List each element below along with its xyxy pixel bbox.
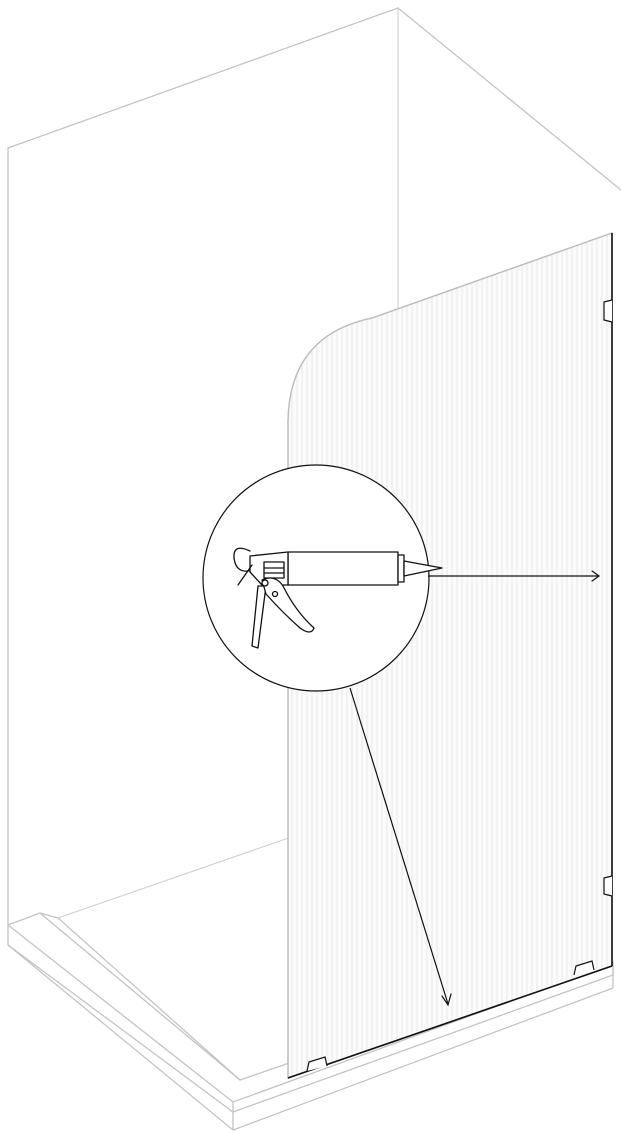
left-wall-outline — [7, 7, 621, 925]
floor-clamp-right — [573, 960, 595, 976]
glass-outline — [287, 232, 613, 1078]
caulking-gun-icon — [233, 547, 443, 649]
gun-tube-cap — [397, 554, 405, 583]
detail-callout — [202, 464, 601, 1007]
glass-clamps — [306, 299, 613, 1072]
glass-flutes — [291, 233, 608, 1078]
wall-clamp-top — [603, 299, 613, 323]
tray-front-top-edge — [7, 924, 234, 1103]
gun-tube — [287, 551, 399, 586]
tray-top-surface — [7, 912, 614, 1113]
gun-hook — [233, 547, 254, 572]
tray-inner-rim — [39, 912, 241, 1081]
arrowhead-side — [591, 570, 601, 582]
wall-clamp-bottom — [603, 875, 613, 897]
glass-bottom-edge — [287, 965, 613, 1079]
gun-rod — [237, 564, 253, 586]
gun-nozzle — [403, 560, 443, 577]
fluted-glass-panel — [287, 232, 613, 1079]
gun-pivot — [261, 579, 269, 587]
arrowhead-bottom — [441, 993, 452, 1007]
shower-tray — [7, 912, 614, 1131]
floor-clamp-left — [306, 1056, 328, 1072]
arrow-to-bottom-edge — [349, 687, 449, 1005]
gun-pivot — [271, 590, 279, 598]
gun-ratchet — [263, 561, 285, 579]
